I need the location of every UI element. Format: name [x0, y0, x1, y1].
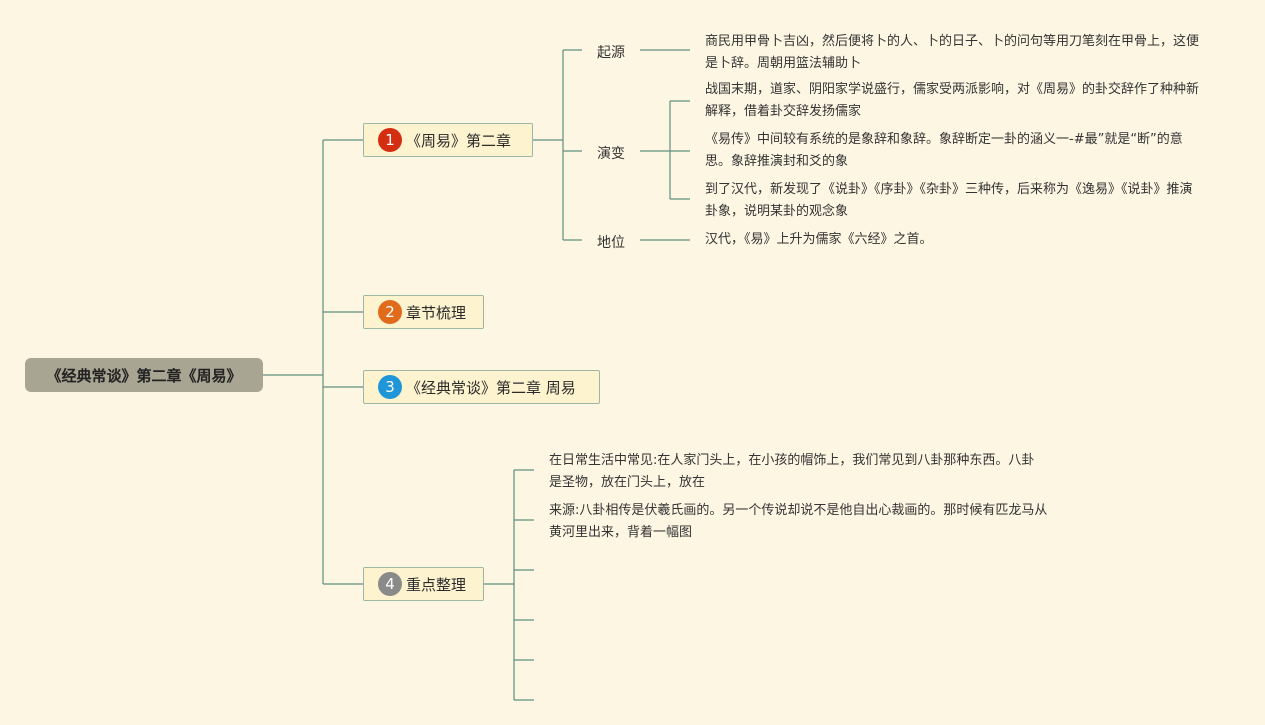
branch-topic-2[interactable]: 2 章节梳理	[363, 295, 484, 329]
note-key-point-1[interactable]: 在日常生活中常见:在人家门头上，在小孩的帽饰上，我们常见到八卦那种东西。八卦是圣…	[549, 453, 1035, 490]
number-badge-4: 4	[378, 572, 402, 596]
subtopic-evolution[interactable]: 演变	[597, 146, 625, 162]
branch-topic-3[interactable]: 3 《经典常谈》第二章 周易	[363, 370, 600, 404]
root-topic[interactable]: 《经典常谈》第二章《周易》	[25, 358, 263, 392]
root-topic-label: 《经典常谈》第二章《周易》	[46, 366, 242, 385]
note-key-point-2[interactable]: 来源:八卦相传是伏羲氏画的。另一个传说却说不是他自出心裁画的。那时候有匹龙马从黄…	[549, 503, 1048, 540]
subtopic-status[interactable]: 地位	[597, 235, 625, 251]
note-evolution-2[interactable]: 《易传》中间较有系统的是象辞和象辞。象辞断定一卦的涵义一-#最”就是“断”的意思…	[705, 132, 1183, 169]
number-badge-1: 1	[378, 128, 402, 152]
note-status[interactable]: 汉代，《易》上升为儒家《六经》之首。	[705, 232, 933, 247]
note-evolution-1[interactable]: 战国末期，道家、阴阳家学说盛行，儒家受两派影响，对《周易》的卦交辞作了种种新解释…	[705, 82, 1200, 119]
branch-topic-3-label: 《经典常谈》第二章 周易	[406, 378, 576, 397]
note-evolution-3[interactable]: 到了汉代，新发现了《说卦》《序卦》《杂卦》三种传，后来称为《逸易》《说卦》推演卦…	[705, 182, 1193, 219]
number-badge-2: 2	[378, 300, 402, 324]
number-badge-3: 3	[378, 375, 402, 399]
note-origin[interactable]: 商民用甲骨卜吉凶，然后便将卜的人、卜的日子、卜的问句等用刀笔刻在甲骨上，这便是卜…	[705, 34, 1200, 71]
branch-topic-4-label: 重点整理	[406, 575, 467, 594]
branch-topic-2-label: 章节梳理	[406, 303, 467, 322]
subtopic-origin[interactable]: 起源	[597, 45, 625, 61]
branch-topic-1-label: 《周易》第二章	[406, 131, 512, 150]
branch-topic-1[interactable]: 1 《周易》第二章	[363, 123, 533, 157]
branch-topic-4[interactable]: 4 重点整理	[363, 567, 484, 601]
